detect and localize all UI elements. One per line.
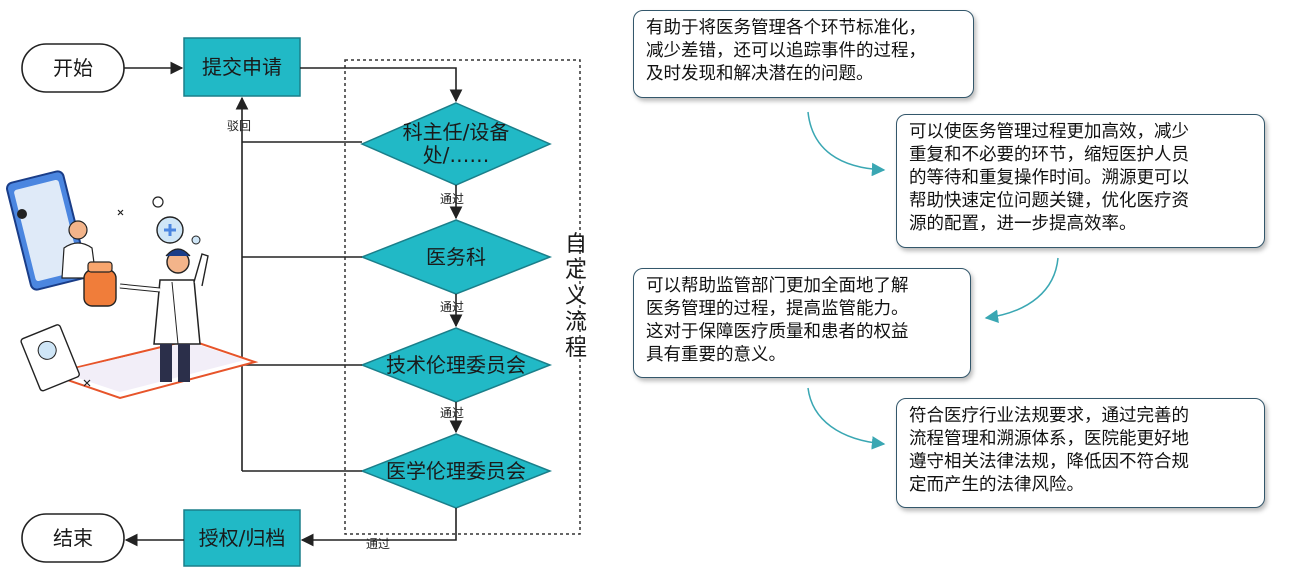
note-compliance: 符合医疗行业法规要求，通过完善的 流程管理和溯源体系，医院能更好地 遵守相关法律… bbox=[896, 398, 1265, 508]
note-arrow-3 bbox=[807, 387, 886, 450]
step1-label: 科主任/设备处/…… bbox=[402, 120, 510, 167]
pass-label-4: 通过 bbox=[366, 537, 391, 551]
note-arrow-2 bbox=[984, 257, 1059, 324]
custom-flow-label: 自定义流程 bbox=[564, 232, 587, 361]
end-label: 结束 bbox=[53, 525, 93, 550]
authorize-label: 授权/归档 bbox=[198, 525, 286, 550]
note-arrow-1 bbox=[807, 111, 886, 177]
note-supervision: 可以帮助监管部门更加全面地了解 医务管理的过程，提高监管能力。 这对于保障医疗质… bbox=[633, 268, 971, 378]
step4-label: 医学伦理委员会 bbox=[386, 458, 526, 483]
step2-label: 医务科 bbox=[426, 244, 486, 269]
arrow-step4-authorize bbox=[300, 508, 457, 547]
submit-label: 提交申请 bbox=[202, 54, 282, 79]
pass-label-3: 通过 bbox=[440, 406, 465, 420]
end-terminal bbox=[21, 513, 125, 563]
reject-label: 驳回 bbox=[227, 119, 252, 133]
step3-label: 技术伦理委员会 bbox=[386, 352, 526, 377]
doctor-illustration bbox=[6, 170, 259, 400]
pass-label-2: 通过 bbox=[440, 300, 465, 314]
authorize-box bbox=[183, 509, 301, 567]
arrow-submit-step1 bbox=[300, 67, 463, 103]
note-efficiency: 可以使医务管理过程更加高效，减少 重复和不必要的环节，缩短医护人员 的等待和重复… bbox=[896, 114, 1265, 248]
note-standardization: 有助于将医务管理各个环节标准化， 减少差错，还可以追踪事件的过程， 及时发现和解… bbox=[633, 10, 974, 98]
submit-box bbox=[183, 37, 301, 97]
pass-label-1: 通过 bbox=[440, 192, 465, 206]
start-label: 开始 bbox=[53, 55, 93, 80]
